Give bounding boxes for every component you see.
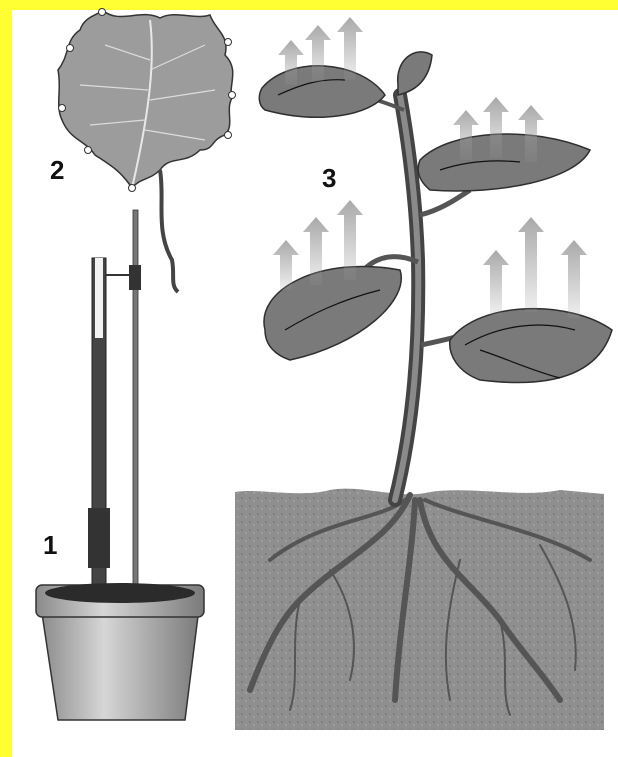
label-three: 3	[322, 163, 336, 194]
isolated-leaf	[58, 9, 236, 293]
vapor-arrow	[518, 217, 544, 312]
rod-clamp	[129, 265, 141, 290]
leaf-bud	[398, 52, 432, 95]
vapor-arrow	[483, 250, 509, 315]
pot-soil	[45, 583, 195, 603]
flower-pot	[40, 600, 200, 720]
tube-connector	[88, 508, 110, 568]
vapor-arrow	[561, 240, 587, 318]
leaf-blade	[58, 10, 233, 188]
leaf-mid-right	[418, 134, 590, 191]
leaf-lower-right	[450, 309, 612, 383]
potometer-setup	[36, 210, 204, 720]
plant-leaves	[259, 52, 612, 383]
tube-air-space	[95, 258, 103, 338]
leaf-petiole	[160, 170, 178, 292]
label-two: 2	[50, 155, 64, 186]
label-one: 1	[43, 530, 57, 561]
